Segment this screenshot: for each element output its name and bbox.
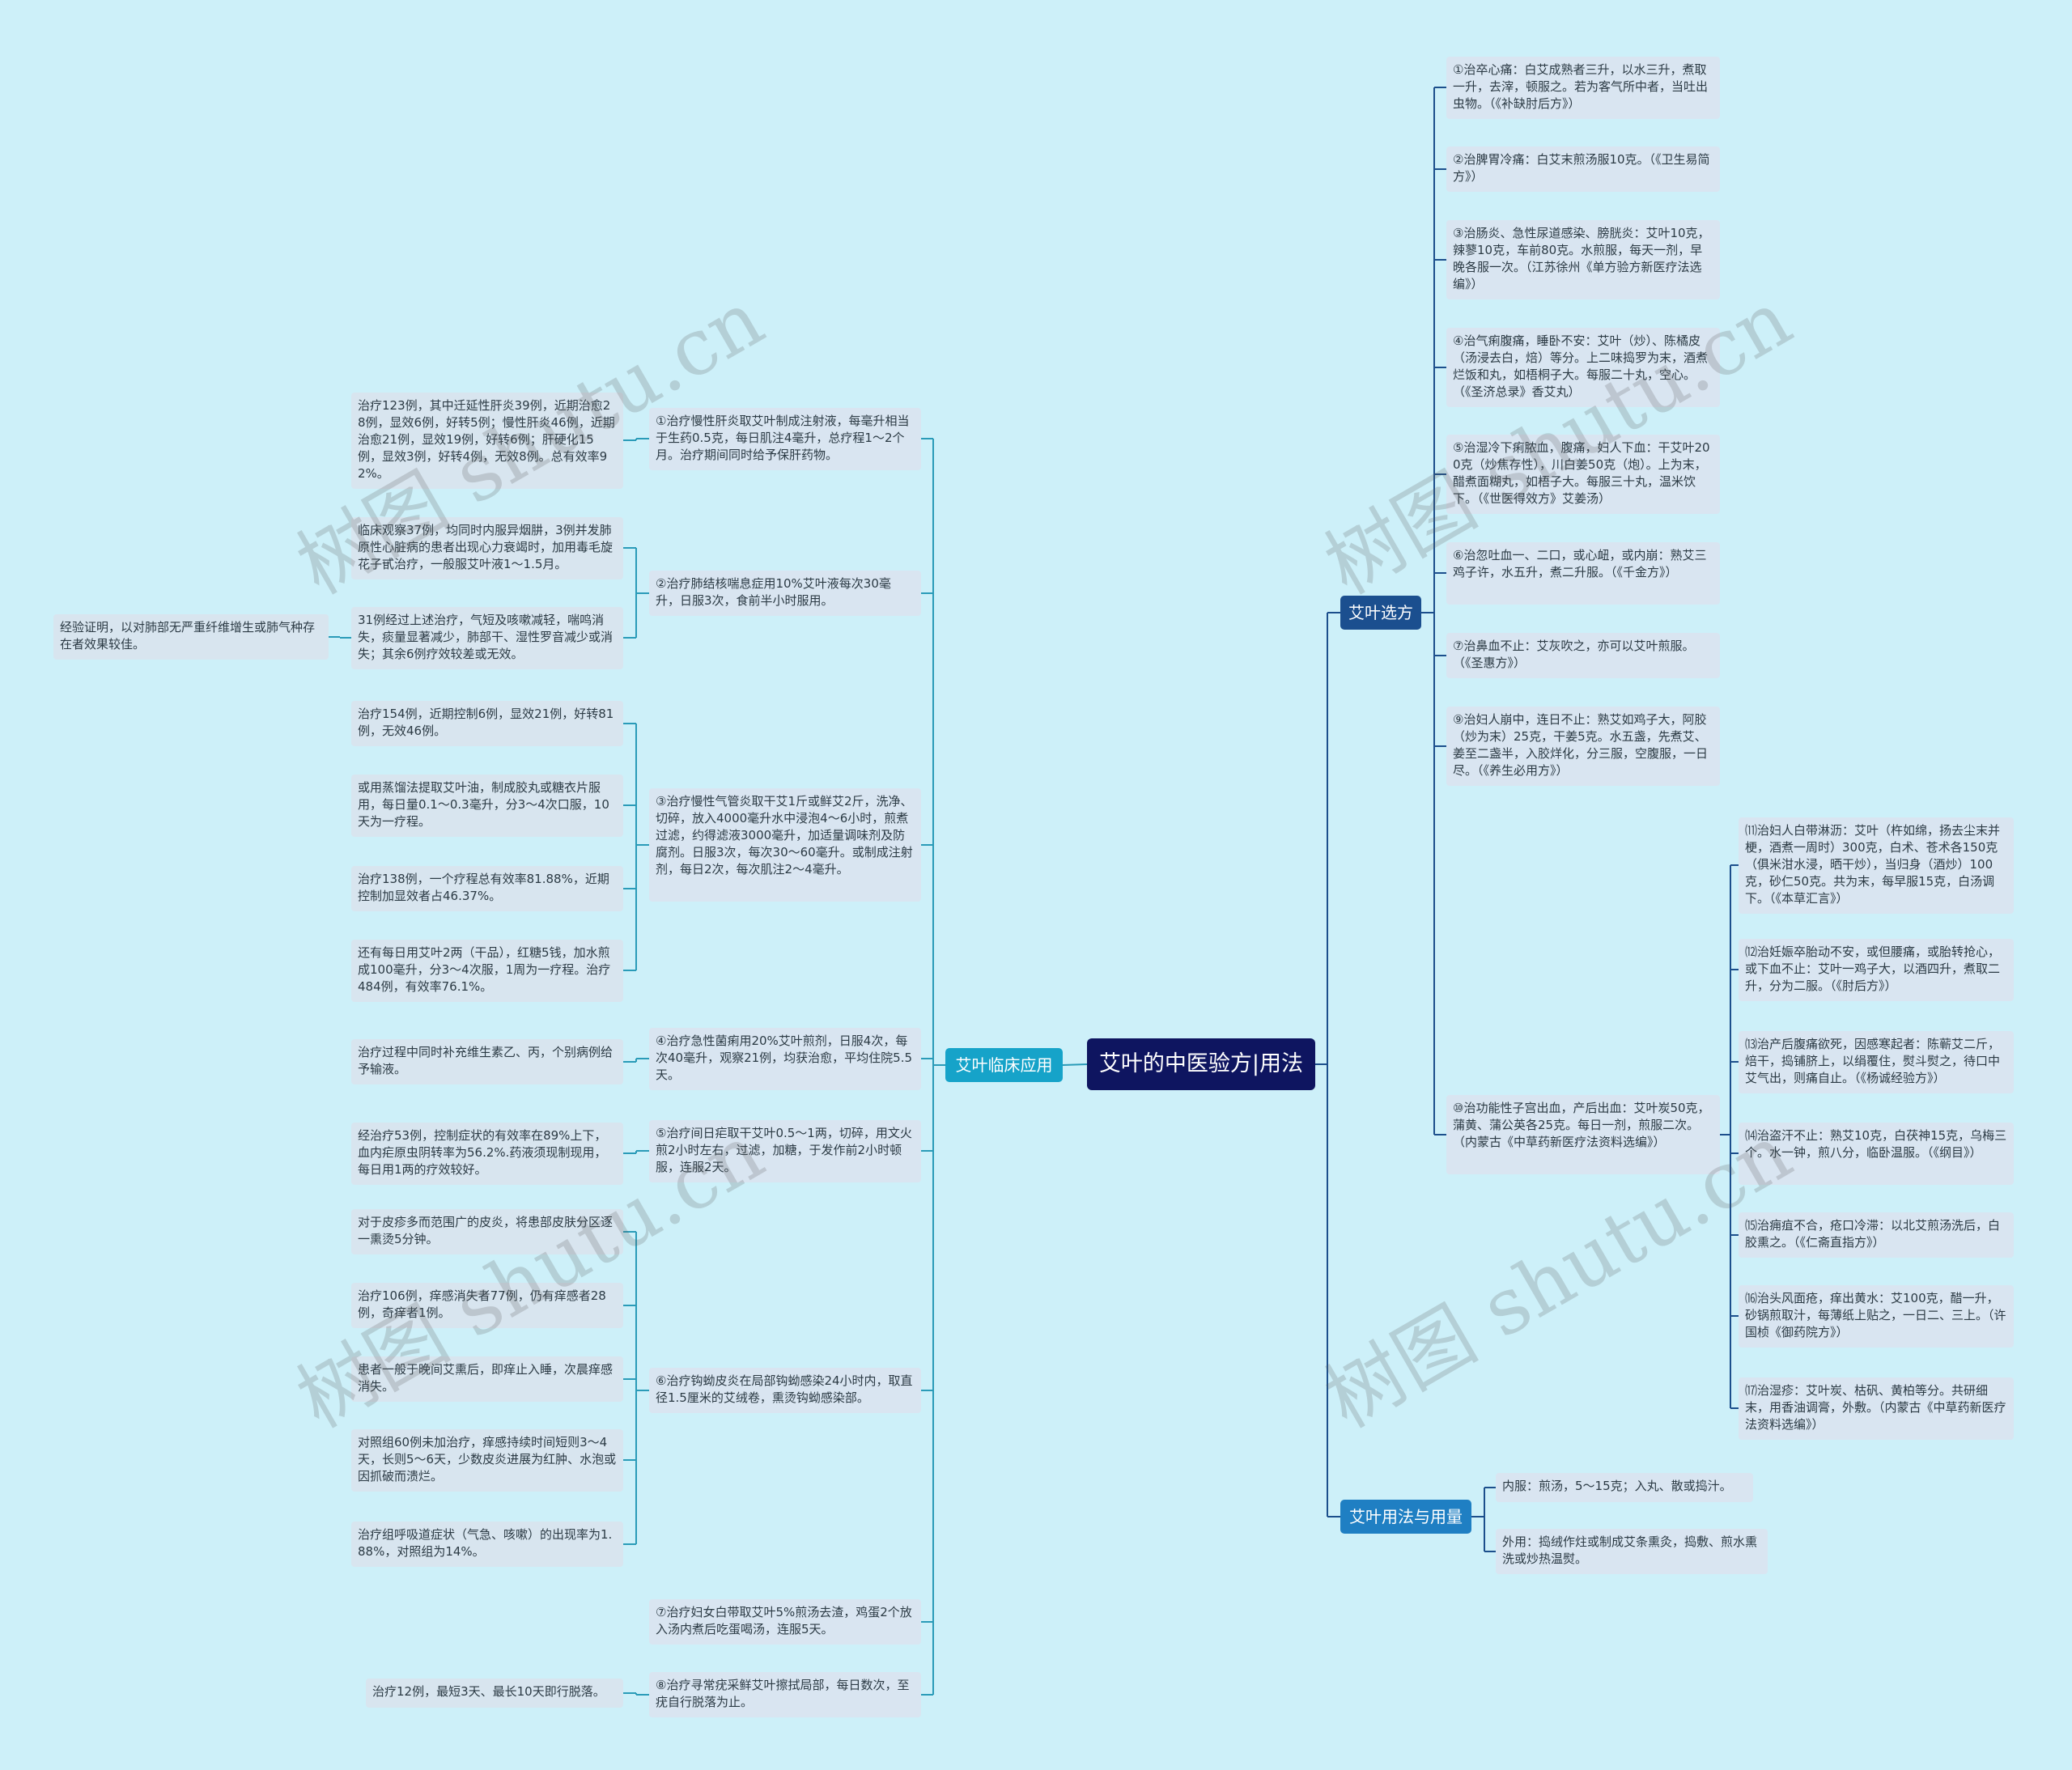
- linchuang-detail[interactable]: 治疗138例，一个疗程总有效率81.88%，近期控制加显效者占46.37%。: [351, 866, 623, 911]
- connector-line: [1062, 1063, 1088, 1066]
- branch-xuanfang[interactable]: 艾叶选方: [1340, 596, 1421, 630]
- linchuang-item[interactable]: ③治疗慢性气管炎取干艾1斤或鲜艾2斤，洗净、切碎，放入4000毫升水中浸泡4～6…: [649, 788, 921, 902]
- linchuang-detail[interactable]: 31例经过上述治疗，气短及咳嗽减轻，喘鸣消失，痰量显著减少，肺部干、湿性罗音减少…: [351, 607, 623, 669]
- xuanfang-item[interactable]: ⑩治功能性子宫出血，产后出血：艾叶炭50克，蒲黄、蒲公英各25克。每日一剂，煎服…: [1446, 1095, 1720, 1174]
- root-node[interactable]: 艾叶的中医验方|用法: [1087, 1038, 1315, 1090]
- linchuang-detail[interactable]: 治疗123例，其中迁延性肝炎39例，近期治愈28例，显效6例，好转5例；慢性肝炎…: [351, 393, 623, 489]
- linchuang-note[interactable]: 经验证明，以对肺部无严重纤维增生或肺气种存在者效果较佳。: [53, 614, 329, 660]
- linchuang-detail[interactable]: 经治疗53例，控制症状的有效率在89%上下，血内疟原虫阴转率为56.2%.药液须…: [351, 1123, 623, 1185]
- xuanfang-item[interactable]: ④治气痢腹痛，睡卧不安：艾叶（炒）、陈橘皮（汤浸去白，焙）等分。上二味捣罗为末，…: [1446, 328, 1720, 407]
- linchuang-item[interactable]: ⑤治疗间日疟取干艾叶0.5～1两，切碎，用文火煎2小时左右，过滤，加糖，于发作前…: [649, 1120, 921, 1182]
- branch-yongfa[interactable]: 艾叶用法与用量: [1340, 1500, 1471, 1534]
- linchuang-detail[interactable]: 临床观察37例，均同时内服异烟肼，3例并发肺原性心脏病的患者出现心力衰竭时，加用…: [351, 517, 623, 579]
- xuanfang-item[interactable]: ⑥治忽吐血一、二口，或心衄，或内崩：熟艾三鸡子许，水五升，煮二升服。（《千金方》…: [1446, 542, 1720, 605]
- linchuang-item[interactable]: ①治疗慢性肝炎取艾叶制成注射液，每毫升相当于生药0.5克，每日肌注4毫升，总疗程…: [649, 408, 921, 470]
- xuanfang-item[interactable]: ⑤治湿冷下痢脓血，腹痛，妇人下血：干艾叶200克（炒焦存性），川白姜50克（炮）…: [1446, 435, 1720, 514]
- yongfa-item[interactable]: 外用：捣绒作炷或制成艾条熏灸，捣敷、煎水熏洗或炒热温熨。: [1496, 1529, 1768, 1574]
- linchuang-detail[interactable]: 治疗106例，痒感消失者77例，仍有痒感者28例，奇痒者1例。: [351, 1283, 623, 1328]
- linchuang-item[interactable]: ②治疗肺结核喘息症用10%艾叶液每次30毫升，日服3次，食前半小时服用。: [649, 571, 921, 616]
- xuanfang-subitem[interactable]: ⒂治痈疽不合，疮口冷滞：以北艾煎汤洗后，白胶熏之。（《仁斋直指方》）: [1739, 1212, 2014, 1258]
- linchuang-item[interactable]: ⑥治疗钩蚴皮炎在局部钩蚴感染24小时内，取直径1.5厘米的艾绒卷，熏烫钩蚴感染部…: [649, 1368, 921, 1413]
- linchuang-detail[interactable]: 患者一般于晚间艾熏后，即痒止入睡，次晨痒感消失。: [351, 1356, 623, 1402]
- yongfa-item[interactable]: 内服：煎汤，5～15克；入丸、散或捣汁。: [1496, 1473, 1753, 1502]
- xuanfang-item[interactable]: ③治肠炎、急性尿道感染、膀胱炎：艾叶10克，辣蓼10克，车前80克。水煎服，每天…: [1446, 220, 1720, 299]
- xuanfang-subitem[interactable]: ⒃治头风面疮，痒出黄水：艾100克，醋一升，砂锅煎取汁，每薄纸上贴之，一日二、三…: [1739, 1285, 2014, 1348]
- linchuang-detail[interactable]: 还有每日用艾叶2两（干品），红糖5钱，加水煎成100毫升，分3～4次服，1周为一…: [351, 940, 623, 1002]
- linchuang-item[interactable]: ⑦治疗妇女白带取艾叶5%煎汤去渣，鸡蛋2个放入汤内煮后吃蛋喝汤，连服5天。: [649, 1599, 921, 1645]
- linchuang-detail[interactable]: 治疗12例，最短3天、最长10天即行脱落。: [366, 1679, 623, 1708]
- linchuang-detail[interactable]: 治疗过程中同时补充维生素乙、丙，个别病例给予输液。: [351, 1039, 623, 1084]
- xuanfang-subitem[interactable]: ⒁治盗汗不止：熟艾10克，白茯神15克，乌梅三个。水一钟，煎八分，临卧温服。（《…: [1739, 1123, 2014, 1185]
- xuanfang-item[interactable]: ①治卒心痛：白艾成熟者三升，以水三升，煮取一升，去滓，顿服之。若为客气所中者，当…: [1446, 57, 1720, 119]
- xuanfang-subitem[interactable]: ⒄治湿疹：艾叶炭、枯矾、黄柏等分。共研细末，用香油调膏，外敷。（内蒙古《中草药新…: [1739, 1377, 2014, 1440]
- linchuang-item[interactable]: ④治疗急性菌痢用20%艾叶煎剂，日服4次，每次40毫升，观察21例，均获治愈，平…: [649, 1028, 921, 1090]
- xuanfang-item[interactable]: ②治脾胃冷痛：白艾末煎汤服10克。（《卫生易简方》）: [1446, 146, 1720, 192]
- linchuang-detail[interactable]: 治疗组呼吸道症状（气急、咳嗽）的出现率为1.88%，对照组为14%。: [351, 1522, 623, 1567]
- linchuang-detail[interactable]: 治疗154例，近期控制6例，显效21例，好转81例，无效46例。: [351, 701, 623, 746]
- linchuang-detail[interactable]: 对照组60例未加治疗，痒感持续时间短则3～4天，长则5～6天，少数皮炎进展为红肿…: [351, 1429, 623, 1492]
- xuanfang-subitem[interactable]: ⑾治妇人白带淋沥：艾叶（杵如绵，扬去尘末并梗，酒煮一周时）300克，白术、苍术各…: [1739, 817, 2014, 914]
- xuanfang-subitem[interactable]: ⑿治妊娠卒胎动不安，或但腰痛，或胎转抢心，或下血不止：艾叶一鸡子大，以酒四升，煮…: [1739, 939, 2014, 1001]
- xuanfang-item[interactable]: ⑦治鼻血不止：艾灰吹之，亦可以艾叶煎服。（《圣惠方》）: [1446, 633, 1720, 678]
- xuanfang-subitem[interactable]: ⒀治产后腹痛欲死，因感寒起者：陈蕲艾二斤，焙干，捣铺脐上，以绢覆住，熨斗熨之，待…: [1739, 1031, 2014, 1093]
- linchuang-detail[interactable]: 对于皮疹多而范围广的皮炎，将患部皮肤分区逐一熏烫5分钟。: [351, 1209, 623, 1254]
- linchuang-detail[interactable]: 或用蒸馏法提取艾叶油，制成胶丸或糖衣片服用，每日量0.1～0.3毫升，分3～4次…: [351, 775, 623, 837]
- xuanfang-item[interactable]: ⑨治妇人崩中，连日不止：熟艾如鸡子大，阿胶（炒为末）25克，干姜5克。水五盏，先…: [1446, 707, 1720, 786]
- branch-linchuang[interactable]: 艾叶临床应用: [945, 1048, 1063, 1082]
- linchuang-item[interactable]: ⑧治疗寻常疣采鲜艾叶擦拭局部，每日数次，至疣自行脱落为止。: [649, 1672, 921, 1717]
